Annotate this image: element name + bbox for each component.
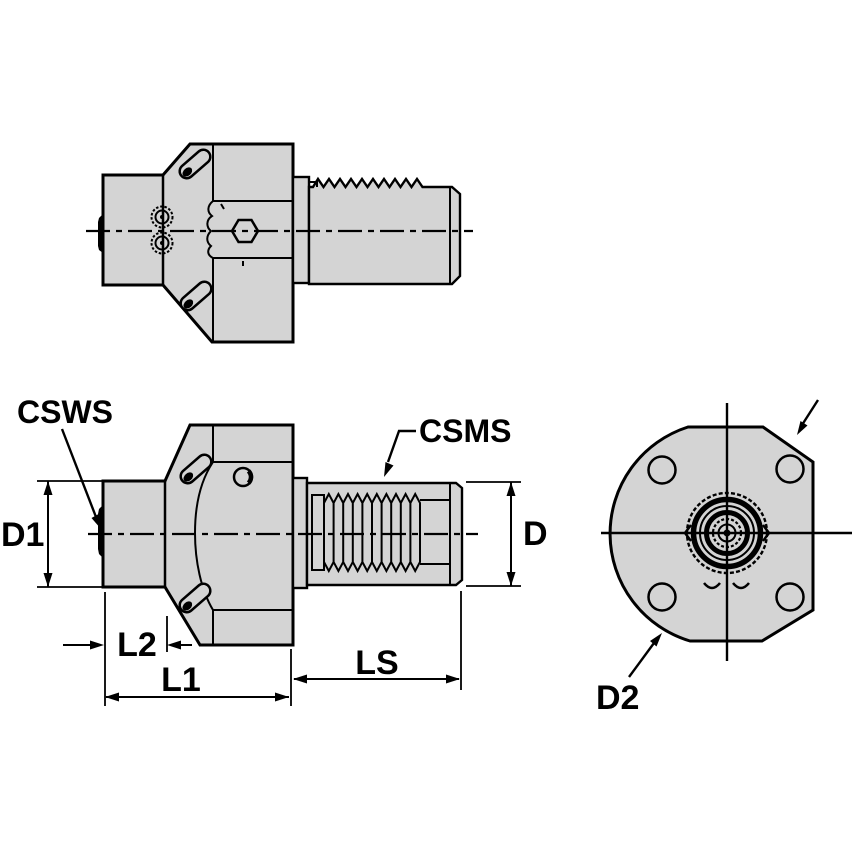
clamp-screw-lower [150,231,174,255]
d-label: D [523,515,548,553]
d1-label: D1 [1,516,44,554]
arc-mark-left [703,582,721,590]
callout-d2: D2 [596,633,662,717]
dimension-ls: LS [293,591,462,690]
dimension-d: D [466,481,548,587]
clamp-screw-upper [150,205,174,229]
bolt-hole-bottom-left [647,582,677,612]
slot-lower [178,582,212,614]
dimension-l1: L1 [105,649,292,706]
csws-label: CSWS [17,394,113,430]
bolt-hole-top-right [775,454,805,484]
central-bore [683,491,771,575]
front-view [88,423,478,647]
l1-label: L1 [161,661,201,699]
scallop-contour [206,200,214,259]
slot-lower [179,280,213,312]
clamp-position-arrow [797,399,820,435]
ls-label: LS [355,644,398,682]
l2-label: L2 [117,626,157,664]
d2-label: D2 [596,679,639,717]
dimension-l2: L2 [63,592,192,706]
csms-label: CSMS [419,413,511,449]
slot-upper [178,148,212,180]
tick-mark-1 [220,203,225,210]
callout-csms: CSMS [384,413,511,477]
top-view-body [101,142,295,344]
bolt-hole-top-left [647,455,677,485]
shank-step [309,181,318,187]
thread-profile [311,491,450,574]
bolt-hole-bottom-right [775,582,805,612]
top-view [86,142,473,344]
dimensions: D1 CSWS L2 L1 [1,394,548,706]
callout-csws: CSWS [17,394,113,529]
slot-upper [179,453,213,485]
screw-hole [232,466,254,488]
dimension-d1: D1 [1,480,103,588]
arc-mark-right [732,582,750,590]
end-view: D2 [596,399,852,717]
front-view-body [101,423,295,647]
